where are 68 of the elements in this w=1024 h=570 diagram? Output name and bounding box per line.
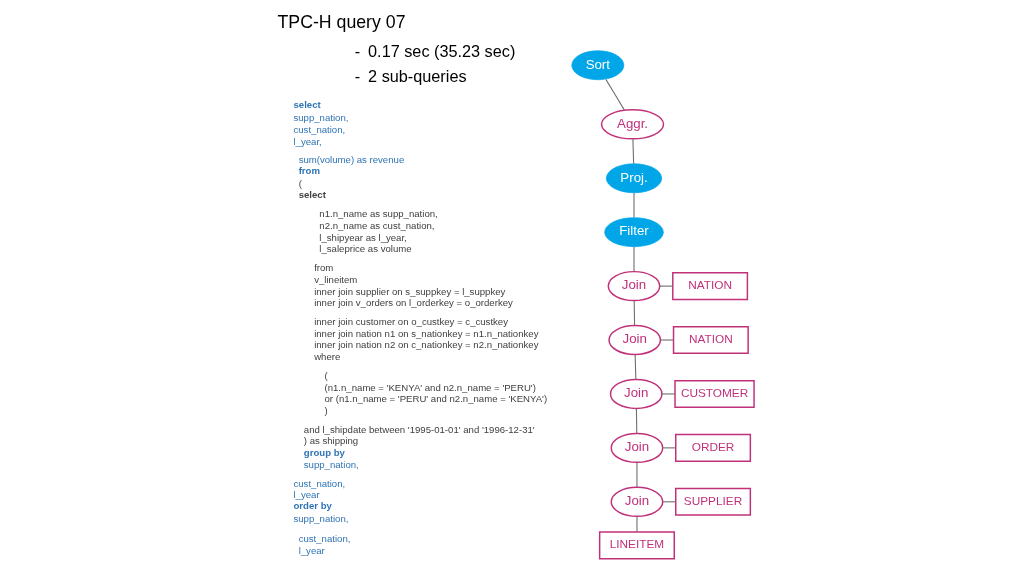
label: inner join nation n1 on s_nationkey = n1.n_nationkey: [313, 327, 538, 339]
label: supp_nation,: [292, 111, 348, 123]
node-box: ORDER: [674, 433, 751, 462]
label: group by: [303, 446, 345, 458]
label: l_saleprice as volume: [318, 243, 412, 255]
label: (n1.n_name = 'KENYA' and n2.n_name = 'PERU'): [324, 381, 536, 393]
label: l_year: [292, 489, 320, 501]
node-box: SUPPLIER: [674, 487, 751, 516]
connector: [661, 447, 676, 449]
node-ellipse: Filter: [603, 217, 664, 248]
label: cust_nation,: [298, 532, 350, 544]
label: supp_nation,: [303, 459, 359, 471]
node-ellipse: Join: [610, 432, 663, 464]
label: where: [313, 351, 340, 363]
connector: [658, 285, 673, 287]
label: l_year: [298, 544, 325, 556]
node-box: LINEITEM: [598, 531, 675, 560]
label: l_year,: [292, 135, 322, 147]
connector: [659, 339, 674, 341]
connector: [660, 393, 675, 395]
label: inner join supplier on s_suppkey = l_suppkey: [313, 285, 505, 297]
label: v_lineitem: [313, 273, 357, 285]
label: inner join nation n2 on c_nationkey = n2.n_nationkey: [313, 339, 538, 351]
label: supp_nation,: [292, 513, 348, 525]
label: from: [313, 261, 333, 273]
label: (: [298, 177, 302, 189]
diagram-title: TPC-H query 07: [276, 12, 406, 33]
node-ellipse: Proj.: [605, 163, 662, 194]
connector: [604, 78, 625, 111]
node-ellipse: Aggr.: [600, 109, 664, 140]
label: n1.n_name as supp_nation,: [318, 207, 438, 219]
connector: [632, 246, 635, 272]
node-box: NATION: [671, 272, 748, 301]
label: select: [292, 99, 321, 111]
node-ellipse: Join: [607, 324, 661, 356]
label: or (n1.n_name = 'PERU' and n2.n_name = 'KENYA'): [324, 393, 547, 405]
label: from: [298, 165, 320, 177]
label: sum(volume) as revenue: [298, 154, 404, 166]
label: cust_nation,: [292, 477, 345, 489]
label: inner join v_orders on l_orderkey = o_orderkey: [313, 297, 513, 309]
label: n2.n_name as cust_nation,: [318, 219, 435, 231]
label: l_shipyear as l_year,: [318, 231, 407, 243]
connector: [631, 138, 634, 164]
connector: [635, 408, 637, 434]
node-ellipse: Join: [610, 486, 663, 517]
label: 0.17 sec (35.23 sec): [367, 41, 515, 60]
label: ) as shipping: [303, 435, 358, 447]
label: inner join customer on o_custkey = c_custkey: [313, 315, 508, 327]
connector: [661, 501, 676, 503]
node-ellipse: Join: [607, 270, 660, 302]
connector: [634, 354, 636, 380]
connector: [633, 300, 635, 326]
label: 2 sub-queries: [367, 66, 467, 85]
label: order by: [292, 500, 332, 512]
label: select: [298, 188, 326, 200]
label: cust_nation,: [292, 123, 345, 135]
label: -: [354, 66, 360, 85]
label: -: [354, 41, 360, 60]
label: and l_shipdate between '1995-01-01' and '1996-12-31': [303, 423, 535, 435]
connector: [635, 462, 638, 488]
label: (: [324, 369, 328, 381]
node-box: CUSTOMER: [673, 379, 755, 408]
node-box: NATION: [672, 326, 749, 355]
connector: [632, 192, 635, 218]
connector: [635, 516, 638, 533]
node-ellipse: Join: [609, 378, 663, 410]
label: ): [324, 405, 328, 417]
node-ellipse: Sort: [570, 50, 624, 81]
